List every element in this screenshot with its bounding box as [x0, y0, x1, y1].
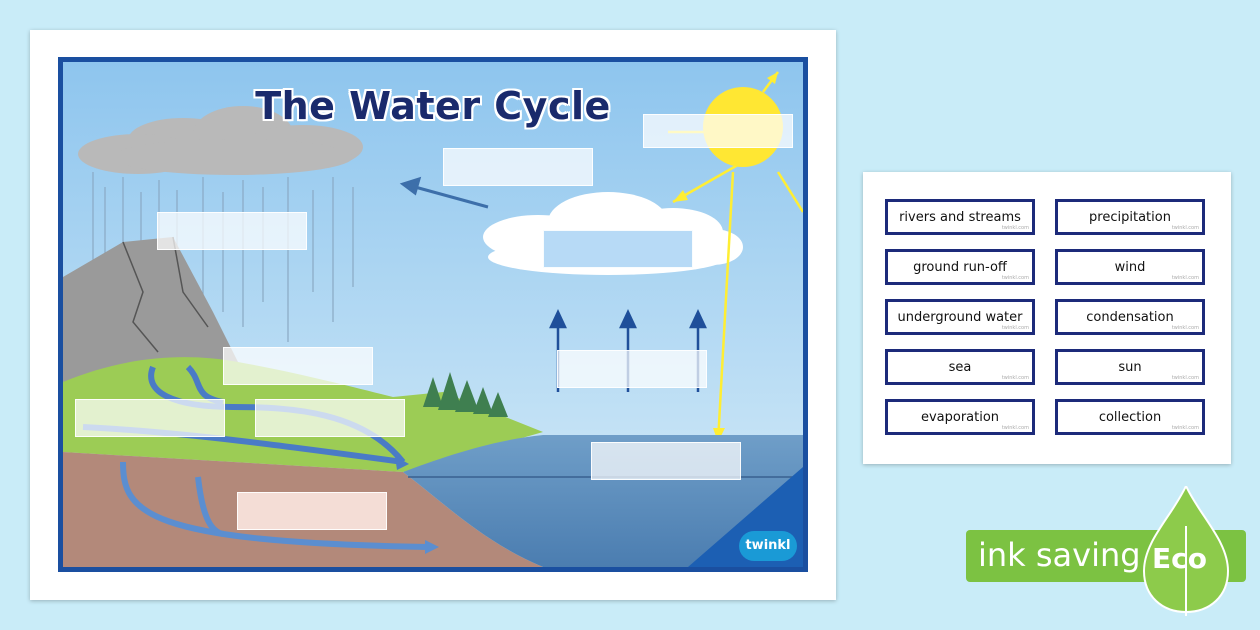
label-blank-sun[interactable] — [643, 114, 793, 148]
eco-badge: ink saving Eco — [966, 486, 1246, 618]
label-blank-ground-run-off[interactable] — [223, 347, 373, 385]
card-watermark: twinkl.com — [1001, 275, 1029, 281]
word-card-label: underground water — [897, 309, 1023, 325]
word-card-label: ground run-off — [913, 259, 1007, 275]
card-watermark: twinkl.com — [1171, 425, 1199, 431]
card-watermark: twinkl.com — [1171, 375, 1199, 381]
poster-title: The Water Cycle — [255, 84, 611, 128]
eco-badge-text: ink saving — [978, 536, 1141, 574]
card-watermark: twinkl.com — [1171, 225, 1199, 231]
underground-water-arrows — [120, 461, 429, 550]
word-card[interactable]: sea twinkl.com — [885, 349, 1035, 385]
water-cycle-poster: The Water Cycle twinkl — [58, 57, 808, 572]
label-blank-rivers[interactable] — [75, 399, 225, 437]
label-blank-precipitation[interactable] — [157, 212, 307, 250]
word-card-label: collection — [1098, 409, 1162, 425]
word-card-label: sea — [948, 359, 972, 375]
label-blank-mountain-stream[interactable] — [255, 399, 405, 437]
card-watermark: twinkl.com — [1171, 325, 1199, 331]
card-watermark: twinkl.com — [1001, 325, 1029, 331]
card-watermark: twinkl.com — [1001, 375, 1029, 381]
word-card-label: precipitation — [1089, 209, 1171, 225]
label-blank-sea[interactable] — [591, 442, 741, 480]
word-card-label: sun — [1118, 359, 1142, 375]
trees — [423, 372, 508, 417]
word-card-label: wind — [1114, 259, 1146, 275]
leaf-icon — [1142, 486, 1230, 616]
label-blank-wind[interactable] — [443, 148, 593, 186]
word-card-label: evaporation — [920, 409, 1000, 425]
label-blank-underground-water[interactable] — [237, 492, 387, 530]
mountain — [63, 236, 238, 382]
label-blank-condensation[interactable] — [543, 230, 693, 268]
word-card[interactable]: sun twinkl.com — [1055, 349, 1205, 385]
wind-arrow — [399, 176, 489, 209]
word-card[interactable]: wind twinkl.com — [1055, 249, 1205, 285]
card-watermark: twinkl.com — [1001, 425, 1029, 431]
word-card-label: condensation — [1086, 309, 1174, 325]
label-blank-evaporation[interactable] — [557, 350, 707, 388]
card-watermark: twinkl.com — [1171, 275, 1199, 281]
twinkl-logo: twinkl — [739, 531, 797, 561]
word-card[interactable]: collection twinkl.com — [1055, 399, 1205, 435]
rain-cloud — [78, 106, 363, 175]
card-watermark: twinkl.com — [1001, 225, 1029, 231]
word-card-label: rivers and streams — [899, 209, 1021, 225]
eco-word: Eco — [1152, 542, 1207, 575]
